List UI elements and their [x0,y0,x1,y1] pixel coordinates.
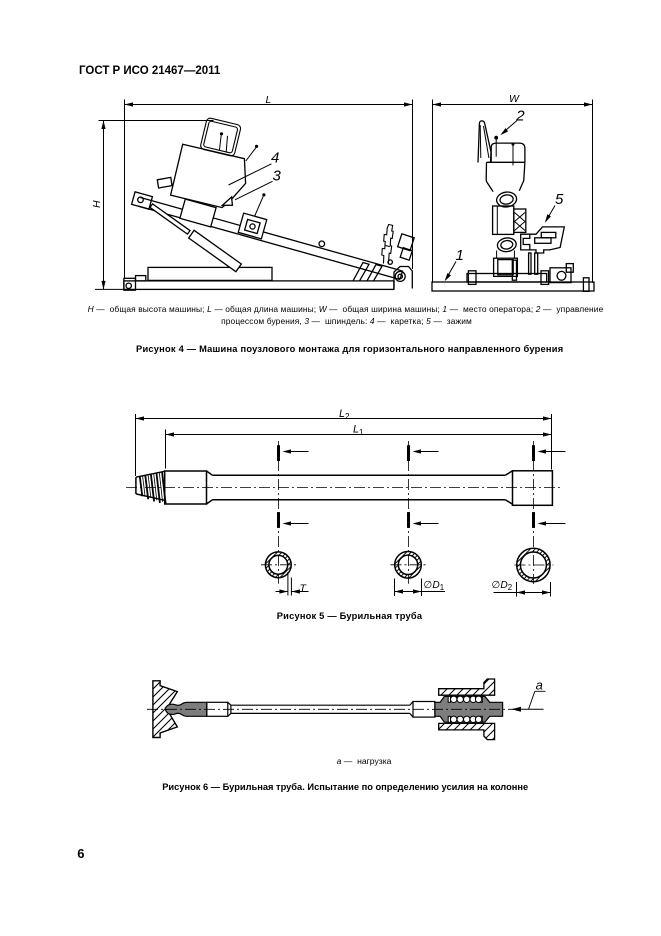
svg-text:∅D1: ∅D1 [424,580,445,592]
svg-text:2: 2 [515,107,525,124]
svg-text:3: 3 [273,168,282,185]
svg-text:5: 5 [555,191,564,208]
svg-text:∅D2: ∅D2 [492,580,513,592]
svg-text:H: H [91,200,103,208]
svg-text:a: a [536,678,543,693]
svg-text:L: L [266,94,272,106]
svg-text:W: W [509,93,520,105]
svg-text:4: 4 [271,150,279,167]
svg-text:L2: L2 [339,408,350,421]
svg-text:T: T [300,582,308,594]
svg-text:L1: L1 [353,424,364,437]
svg-text:1: 1 [456,247,464,264]
